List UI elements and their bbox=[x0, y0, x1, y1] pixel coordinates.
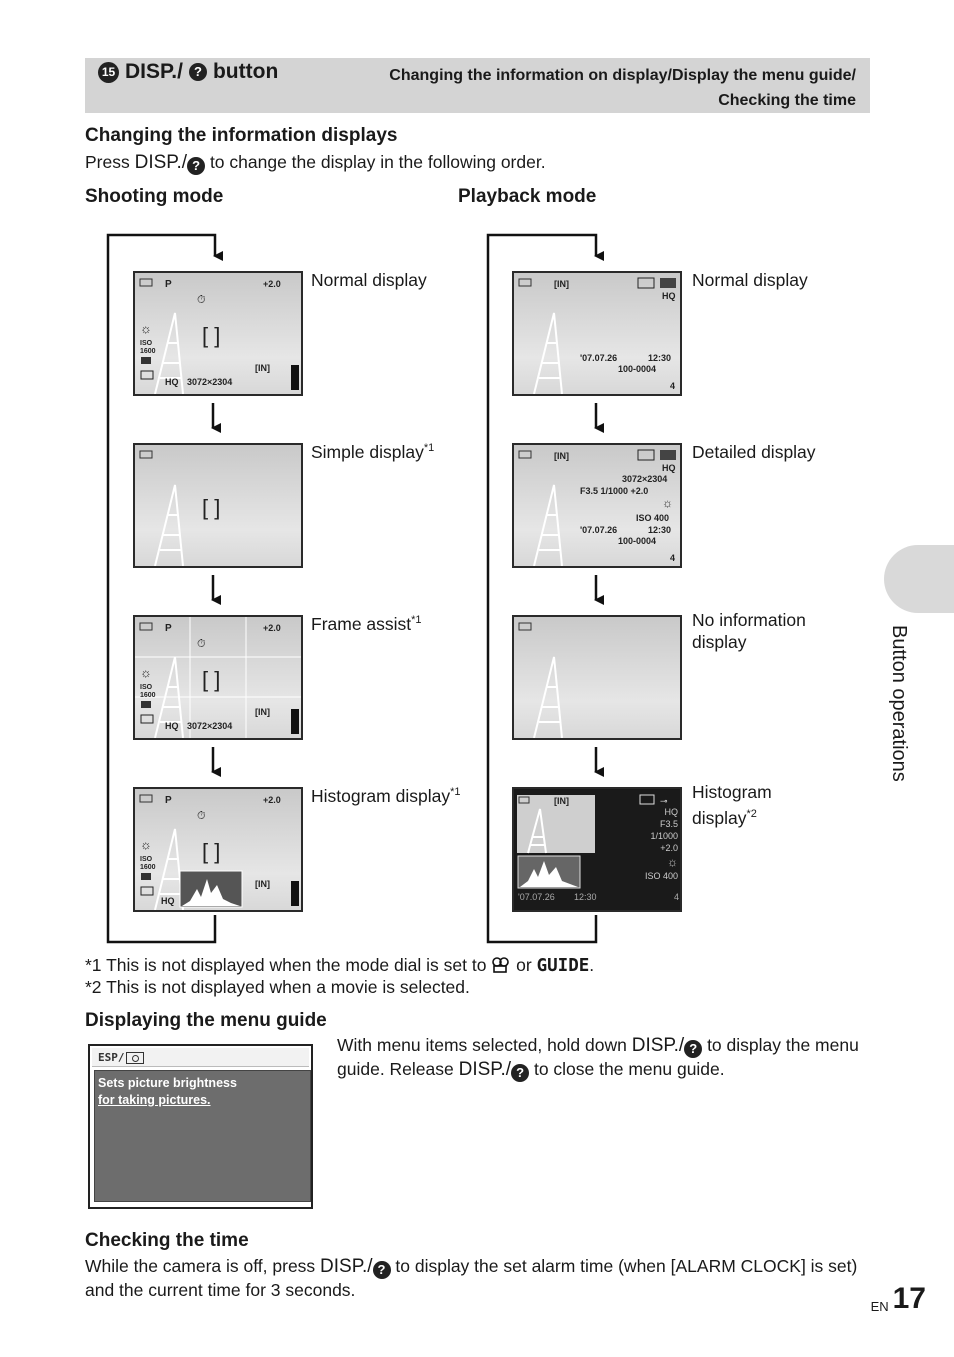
svg-text:+2.0: +2.0 bbox=[263, 623, 281, 633]
shooting-histogram-screen: P +2.0 ⏱ ☼ ISO 1600 [ ] HQ [IN] bbox=[133, 787, 303, 912]
help-icon: ? bbox=[373, 1261, 391, 1279]
check-time-text: While the camera is off, press DISP./? t… bbox=[85, 1255, 875, 1301]
playback-label-3: No information display bbox=[692, 609, 852, 653]
svg-text:12:30: 12:30 bbox=[648, 525, 671, 535]
guide-screen-title: ESP/ bbox=[98, 1051, 144, 1064]
shooting-frame-assist-screen: P +2.0 ⏱ ☼ ISO 1600 [ ] HQ 3072×2304 [IN… bbox=[133, 615, 303, 740]
shooting-label-1: Normal display bbox=[311, 265, 427, 291]
svg-text:F3.5: F3.5 bbox=[660, 819, 678, 829]
svg-text:[IN]: [IN] bbox=[255, 363, 270, 373]
svg-text:+2.0: +2.0 bbox=[263, 279, 281, 289]
svg-text:[ ]: [ ] bbox=[202, 839, 220, 864]
svg-text:+2.0: +2.0 bbox=[263, 795, 281, 805]
svg-text:100-0004: 100-0004 bbox=[618, 536, 656, 546]
guide-mode-label: GUIDE bbox=[537, 956, 590, 976]
playback-label-2: Detailed display bbox=[692, 437, 816, 463]
playback-detailed-screen: [IN] HQ 3072×2304 F3.5 1/1000 +2.0 ☼ ISO… bbox=[512, 443, 682, 568]
svg-text:12:30: 12:30 bbox=[574, 892, 597, 902]
svg-text:[ ]: [ ] bbox=[202, 667, 220, 692]
side-tab-label: Button operations bbox=[880, 625, 920, 825]
playback-label-4: Histogram display*2 bbox=[692, 781, 802, 829]
svg-text:[IN]: [IN] bbox=[255, 879, 270, 889]
svg-text:'07.07.26: '07.07.26 bbox=[580, 525, 617, 535]
svg-text:HQ: HQ bbox=[665, 807, 679, 817]
svg-text:12:30: 12:30 bbox=[648, 353, 671, 363]
svg-text:'07.07.26: '07.07.26 bbox=[580, 353, 617, 363]
svg-text:[ ]: [ ] bbox=[202, 495, 220, 520]
shooting-normal-screen: P +2.0 ⏱ ☼ ISO 1600 [ ] HQ 3072×2304 [IN… bbox=[133, 271, 303, 396]
guide-screen-text: Sets picture brightness for taking pictu… bbox=[98, 1075, 237, 1109]
svg-text:☼: ☼ bbox=[140, 665, 152, 680]
svg-text:3072×2304: 3072×2304 bbox=[187, 377, 232, 387]
shooting-label-3: Frame assist*1 bbox=[311, 609, 422, 635]
svg-text:☼: ☼ bbox=[667, 855, 678, 869]
mode-text: P bbox=[165, 279, 172, 290]
svg-text:[ ]: [ ] bbox=[202, 323, 220, 348]
svg-text:☼: ☼ bbox=[140, 837, 152, 852]
svg-text:ISO 400: ISO 400 bbox=[645, 871, 678, 881]
svg-text:100-0004: 100-0004 bbox=[618, 364, 656, 374]
side-tab bbox=[884, 545, 954, 613]
page-lang: EN bbox=[871, 1299, 889, 1314]
svg-text:⊸: ⊸ bbox=[660, 796, 668, 806]
svg-text:3072×2304: 3072×2304 bbox=[622, 474, 667, 484]
svg-text:⏱: ⏱ bbox=[197, 294, 206, 306]
playback-histogram-screen: [IN] ⊸ HQ F3.5 1/1000 +2.0 ☼ ISO 400 '07… bbox=[512, 787, 682, 912]
svg-text:[IN]: [IN] bbox=[554, 279, 569, 289]
svg-text:P: P bbox=[165, 623, 172, 634]
svg-text:'07.07.26: '07.07.26 bbox=[518, 892, 555, 902]
svg-text:1/1000: 1/1000 bbox=[650, 831, 678, 841]
svg-text:F3.5 1/1000 +2.0: F3.5 1/1000 +2.0 bbox=[580, 486, 648, 496]
disp-label: DISP./ bbox=[320, 1256, 372, 1277]
svg-text:HQ: HQ bbox=[165, 721, 179, 731]
shooting-label-2: Simple display*1 bbox=[311, 437, 434, 463]
svg-text:ISO: ISO bbox=[140, 340, 153, 347]
menu-guide-screen: ESP/ Sets picture brightness for taking … bbox=[88, 1044, 313, 1209]
check-time-heading: Checking the time bbox=[85, 1230, 249, 1252]
svg-text:☼: ☼ bbox=[140, 321, 152, 336]
playback-normal-screen: [IN] HQ '07.07.26 12:30 100-0004 4 bbox=[512, 271, 682, 396]
shooting-label-4: Histogram display*1 bbox=[311, 781, 460, 807]
svg-text:P: P bbox=[165, 795, 172, 806]
svg-text:ISO 400: ISO 400 bbox=[636, 513, 669, 523]
svg-text:+2.0: +2.0 bbox=[660, 843, 678, 853]
playback-label-1: Normal display bbox=[692, 265, 808, 291]
svg-text:ISO: ISO bbox=[140, 856, 153, 863]
page-num: 17 bbox=[893, 1284, 926, 1314]
help-icon: ? bbox=[511, 1064, 529, 1082]
svg-text:☼: ☼ bbox=[662, 496, 673, 510]
svg-text:[IN]: [IN] bbox=[554, 796, 569, 806]
menu-guide-text: With menu items selected, hold down DISP… bbox=[337, 1034, 862, 1082]
svg-text:4: 4 bbox=[670, 381, 675, 391]
menu-guide-heading: Displaying the menu guide bbox=[85, 1010, 327, 1032]
help-icon: ? bbox=[684, 1040, 702, 1058]
svg-text:1600: 1600 bbox=[140, 864, 156, 871]
svg-text:3072×2304: 3072×2304 bbox=[187, 721, 232, 731]
svg-text:HQ: HQ bbox=[662, 463, 676, 473]
svg-text:HQ: HQ bbox=[165, 377, 179, 387]
svg-text:1600: 1600 bbox=[140, 692, 156, 699]
movie-icon bbox=[491, 957, 511, 973]
svg-text:⏱: ⏱ bbox=[197, 638, 206, 650]
svg-text:⏱: ⏱ bbox=[197, 810, 206, 822]
svg-text:4: 4 bbox=[670, 553, 675, 563]
page-number: EN 17 bbox=[871, 1284, 926, 1314]
footnote-1: *1 This is not displayed when the mode d… bbox=[85, 954, 594, 977]
disp-label: DISP./ bbox=[632, 1035, 684, 1056]
svg-text:1600: 1600 bbox=[140, 348, 156, 355]
svg-text:[IN]: [IN] bbox=[255, 707, 270, 717]
shooting-simple-screen: [ ] bbox=[133, 443, 303, 568]
svg-text:4: 4 bbox=[674, 892, 679, 902]
footnote-2: *2 This is not displayed when a movie is… bbox=[85, 976, 470, 998]
svg-text:HQ: HQ bbox=[662, 291, 676, 301]
svg-text:[IN]: [IN] bbox=[554, 451, 569, 461]
playback-noinfo-screen bbox=[512, 615, 682, 740]
disp-label: DISP./ bbox=[459, 1059, 511, 1080]
svg-text:HQ: HQ bbox=[161, 896, 175, 906]
svg-text:ISO: ISO bbox=[140, 684, 153, 691]
